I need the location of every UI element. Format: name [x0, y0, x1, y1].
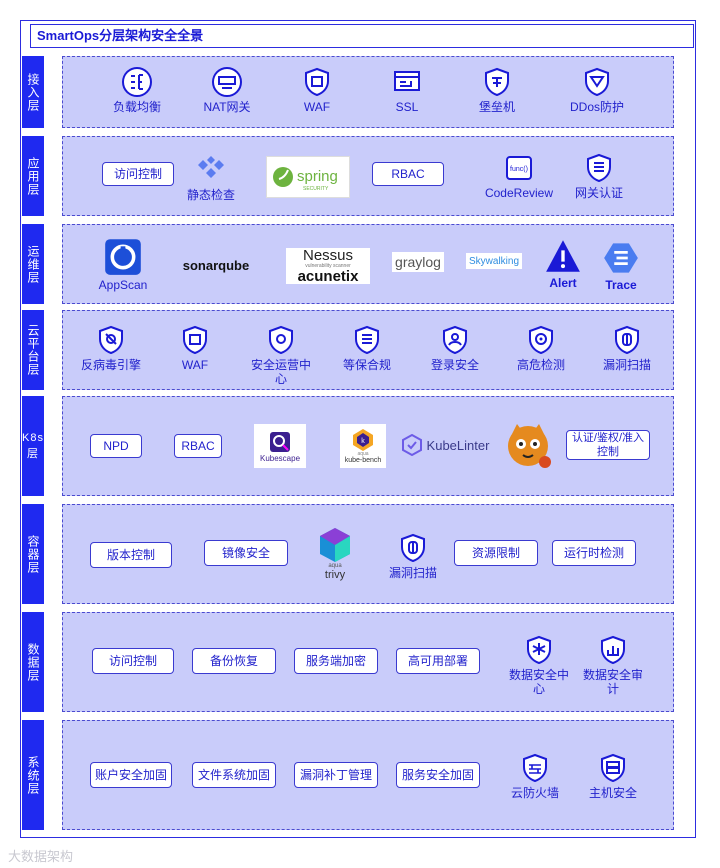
container-vuln-scan-item: 漏洞扫描 — [378, 532, 448, 580]
patch-management-pill: 漏洞补丁管理 — [294, 762, 378, 788]
waf-icon — [301, 66, 333, 98]
backup-restore-pill: 备份恢复 — [192, 648, 276, 674]
svg-text:SECURITY: SECURITY — [303, 186, 329, 192]
compliance-item: 等保合规 — [332, 324, 402, 372]
antivirus-icon — [95, 324, 127, 356]
filesystem-hardening-pill: 文件系统加固 — [192, 762, 276, 788]
account-hardening-pill: 账户安全加固 — [90, 762, 172, 788]
cloud-waf-item: WAF — [160, 324, 230, 372]
waf-item: WAF — [282, 66, 352, 114]
soc-item: 安全运营中心 — [246, 324, 316, 386]
server-encryption-pill: 服务端加密 — [294, 648, 378, 674]
skywalking-logo: Skywalking — [466, 253, 522, 269]
gateway-auth-item: 网关认证 — [564, 152, 634, 200]
data-security-center-icon — [523, 634, 555, 666]
kubescape-logo: Kubescape — [254, 424, 306, 468]
host-security-item: 主机安全 — [578, 752, 648, 800]
high-availability-pill: 高可用部署 — [396, 648, 480, 674]
resource-limit-pill: 资源限制 — [454, 540, 538, 566]
layer-label-access: 接入层 — [22, 56, 44, 128]
kubescape-icon — [268, 430, 292, 454]
data-security-audit-item: 数据安全审计 — [578, 634, 648, 696]
layer-label-data: 数据层 — [22, 612, 44, 712]
falco-cat-logo — [502, 420, 554, 470]
layer-label-ops: 运维层 — [22, 224, 44, 304]
soc-icon — [265, 324, 297, 356]
code-review-item: func() CodeReview — [480, 152, 558, 200]
trivy-icon — [318, 527, 352, 563]
ddos-icon — [581, 66, 613, 98]
service-hardening-pill: 服务安全加固 — [396, 762, 480, 788]
version-control-pill: 版本控制 — [90, 542, 172, 568]
ssl-icon — [391, 66, 423, 98]
npd-pill: NPD — [90, 434, 142, 458]
graylog-logo: graylog — [392, 252, 444, 272]
compliance-icon — [351, 324, 383, 356]
runtime-detection-pill: 运行时检测 — [552, 540, 636, 566]
acunetix-label: acunetix — [298, 269, 359, 284]
svg-text:k: k — [361, 438, 365, 445]
watermark-text: 大数据架构 — [8, 846, 73, 865]
access-control-pill: 访问控制 — [102, 162, 174, 186]
nessus-label: Nessus — [303, 248, 353, 263]
antivirus-item: 反病毒引擎 — [76, 324, 146, 372]
layer-label-system: 系统层 — [22, 720, 44, 830]
data-security-audit-icon — [597, 634, 629, 666]
appscan-item: AppScan — [88, 238, 158, 292]
high-risk-detection-icon — [525, 324, 557, 356]
spring-security-logo: spring SECURITY — [266, 156, 350, 198]
kubelinter-icon — [401, 434, 423, 456]
spring-leaf-icon: spring SECURITY — [269, 159, 347, 195]
svg-text:func(): func() — [510, 166, 528, 173]
vuln-scan-item: 漏洞扫描 — [592, 324, 662, 372]
load-balancer-icon — [121, 66, 153, 98]
kube-bench-logo: k aqua kube-bench — [340, 424, 386, 468]
trace-item: Trace — [586, 240, 656, 292]
kubelinter-logo: KubeLinter — [396, 432, 494, 458]
cloud-firewall-icon — [519, 752, 551, 784]
cloud-firewall-item: 云防火墙 — [500, 752, 570, 800]
auth-admission-pill: 认证/鉴权/准入控制 — [566, 430, 650, 460]
diagram-title: SmartOps分层架构安全全景 — [30, 24, 694, 48]
nat-gateway-item: NAT网关 — [192, 66, 262, 114]
nat-gateway-icon — [211, 66, 243, 98]
host-security-icon — [597, 752, 629, 784]
bastion-item: 堡垒机 — [462, 66, 532, 114]
vuln-scan-icon — [611, 324, 643, 356]
cloud-waf-icon — [179, 324, 211, 356]
layer-label-k8s: K8s层 — [22, 396, 44, 496]
ssl-item: SSL — [372, 66, 442, 114]
layer-label-container: 容器层 — [22, 504, 44, 604]
nessus-acunetix-logo: Nessus vulnerability scanner acunetix — [286, 248, 370, 284]
alert-icon — [545, 238, 581, 274]
code-review-icon: func() — [503, 152, 535, 184]
gateway-auth-icon — [583, 152, 615, 184]
appscan-logo-icon — [104, 238, 142, 276]
kube-bench-icon: k — [351, 428, 375, 452]
k8s-rbac-pill: RBAC — [174, 434, 222, 458]
ddos-item: DDos防护 — [564, 66, 630, 114]
high-risk-detection-item: 高危检测 — [506, 324, 576, 372]
bastion-icon — [481, 66, 513, 98]
data-security-center-item: 数据安全中心 — [504, 634, 574, 696]
login-security-item: 登录安全 — [420, 324, 490, 372]
trivy-logo: aqua trivy — [312, 522, 358, 586]
static-check-icon — [195, 154, 227, 186]
login-security-icon — [439, 324, 471, 356]
layer-label-cloud: 云平台层 — [22, 310, 44, 390]
cat-mascot-icon — [503, 420, 553, 470]
image-security-pill: 镜像安全 — [204, 540, 288, 566]
trace-icon — [603, 240, 639, 276]
layer-label-application: 应用层 — [22, 136, 44, 216]
rbac-pill: RBAC — [372, 162, 444, 186]
data-access-control-pill: 访问控制 — [92, 648, 174, 674]
sonarqube-logo: sonarqube — [176, 256, 256, 274]
load-balancer-item: 负载均衡 — [102, 66, 172, 114]
static-check-item: 静态检查 — [176, 154, 246, 202]
container-vuln-scan-icon — [397, 532, 429, 564]
svg-text:spring: spring — [297, 168, 338, 185]
